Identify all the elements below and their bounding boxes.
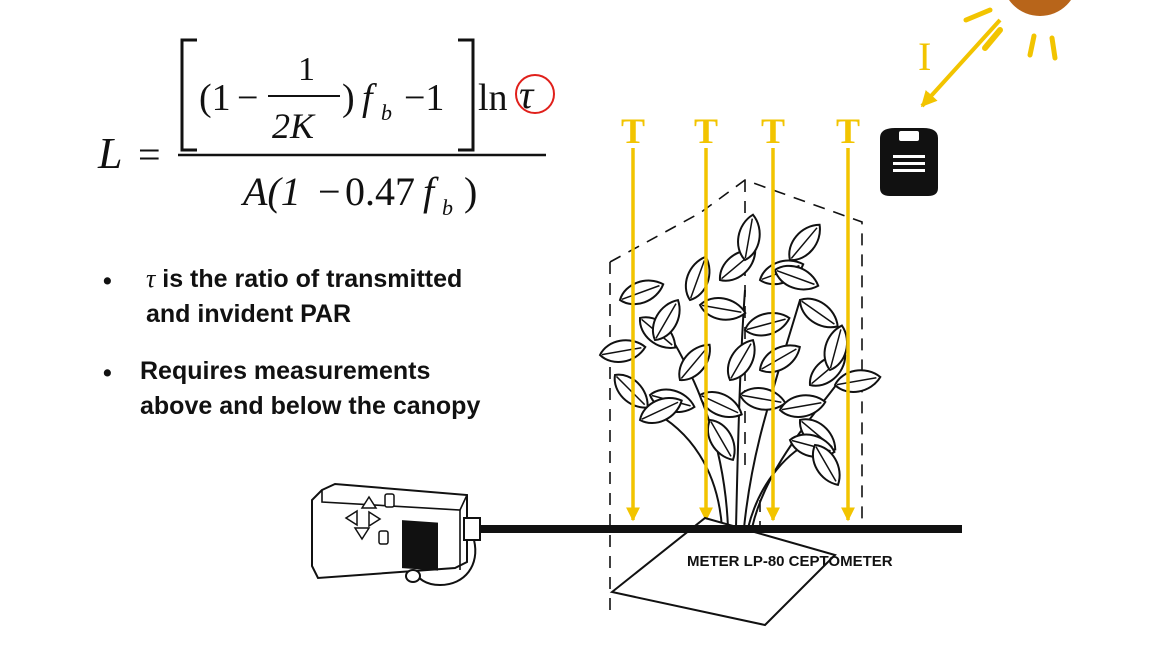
sun [963,0,1071,61]
bullet-list: • τ is the ratio of transmitted and invi… [103,264,480,420]
transmitted-beam-4: T [836,111,860,522]
menu-button-icon [384,493,395,508]
ground-plane [609,516,837,627]
den-const: 0.47 [345,169,415,214]
plant [597,211,884,529]
num-minus: − [237,77,258,119]
ln-text: ln [478,77,508,119]
bullet-dot-2: • [103,359,112,387]
num-close: ) [342,77,355,119]
sun-icon [1009,0,1071,16]
bullet-2-line-1: Requires measurements [140,357,430,385]
fb-subscript: b [381,100,392,125]
tau-symbol: τ [519,72,535,117]
ceptometer: METER LP-80 CEPTOMETER [311,482,962,627]
den-minus: − [318,169,341,214]
incident-beam-arrow [920,18,1002,108]
frac-num: 1 [298,51,315,88]
transmitted-beam-2: T [694,111,718,522]
transmitted-beam-3: T [761,111,785,522]
frac-den: 2K [272,106,316,146]
transmitted-beams: T T T T [621,111,860,522]
den-close: ) [464,169,477,214]
left-button-icon [344,509,358,527]
device-label: METER LP-80 CEPTOMETER [687,553,893,570]
transmitted-label-2: T [694,111,718,151]
ceptometer-controller [311,482,481,587]
bullet-1-line-2: and invident PAR [146,300,351,328]
up-button-icon [360,495,378,509]
down-button-icon [353,527,371,541]
eq-lhs: L [97,129,122,178]
enter-button-icon [378,530,389,545]
bullet-dot-1: • [103,267,112,295]
fb-symbol: f [362,77,377,119]
bullet-1-line-1: τ is the ratio of transmitted [146,264,462,293]
ceptometer-probe-bar [475,525,962,533]
transmitted-label-4: T [836,111,860,151]
lai-equation: L = (1 − 1 2K ) f b −1 ln τ A(1 − 0.47 f… [97,38,555,220]
controller-display [402,520,438,571]
right-bracket [458,38,475,152]
transmitted-label-3: T [761,111,785,151]
left-bracket [180,38,197,152]
tau-highlight-circle [515,74,555,114]
eq-equals: = [138,132,161,177]
num-minus-one: −1 [404,77,444,119]
transmitted-label-1: T [621,111,645,151]
bullet-2-line-2: above and below the canopy [140,392,480,420]
reference-sensor-icon [880,128,938,196]
den-a: A(1 [240,169,301,214]
transmitted-beam-1: T [621,111,645,522]
incident-label: I [918,34,931,79]
den-subscript: b [442,195,453,220]
right-button-icon [368,510,382,528]
den-f: f [423,169,439,214]
num-open: (1 [199,77,231,119]
